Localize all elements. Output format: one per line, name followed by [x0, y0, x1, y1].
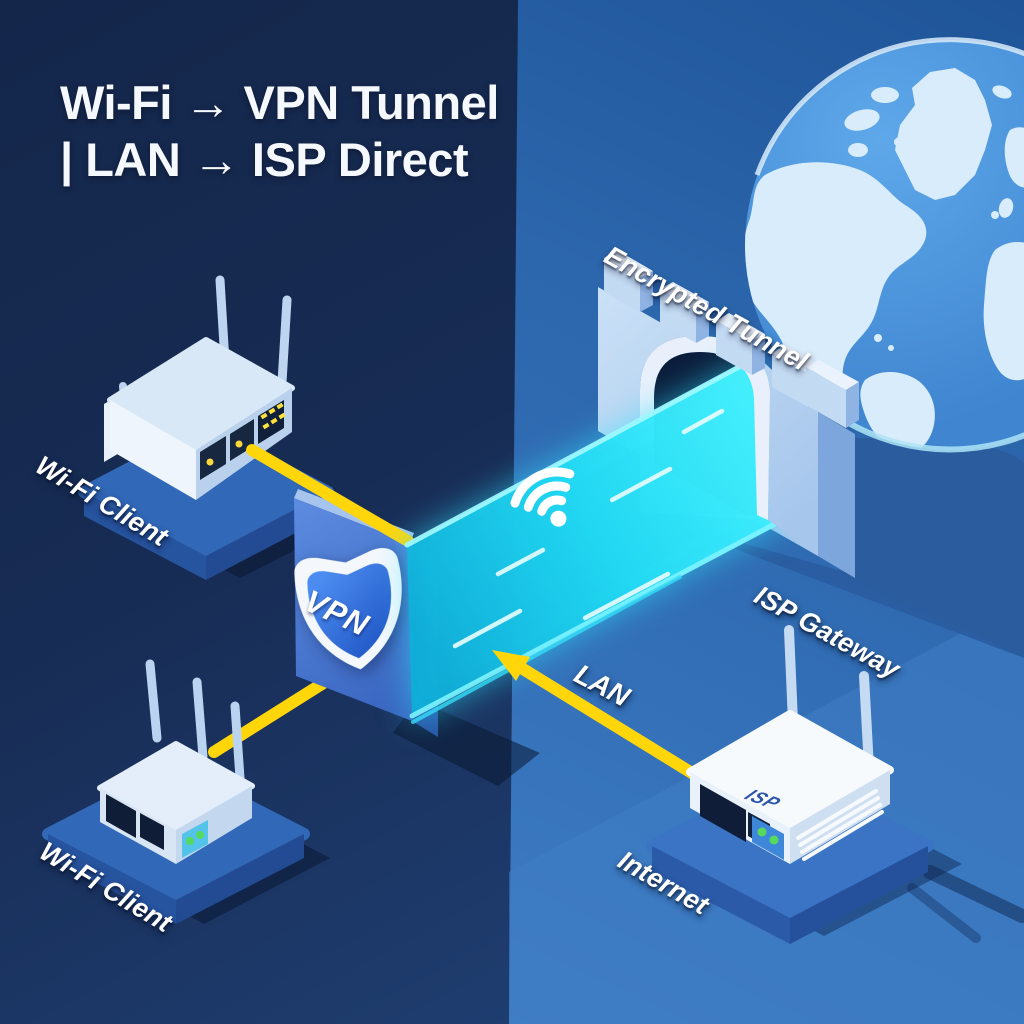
wifi-client-router-bottom [42, 659, 350, 924]
router-icon [97, 659, 255, 864]
wan-port [700, 784, 746, 842]
arch-rim-right [738, 352, 770, 520]
wifi-signal-icon [510, 467, 575, 527]
title-line-1: Wi-Fi → VPN Tunnel [60, 76, 499, 129]
fortress-gate-icon [404, 250, 859, 724]
isp-gateway-router [492, 625, 934, 944]
led-panel [752, 816, 784, 860]
ethernet-port [230, 419, 254, 461]
wifi-client-router-top [78, 275, 334, 580]
led-panel [258, 400, 284, 444]
cable-line-icon [246, 444, 414, 547]
led-panel [182, 820, 208, 858]
ethernet-port [200, 436, 226, 480]
title-line-2: | LAN → ISP Direct [60, 133, 469, 187]
vpn-panel [294, 489, 438, 737]
page-title: Wi-Fi → VPN Tunnel | LAN → ISP Direct [60, 74, 499, 189]
encrypted-tunnel-beam [404, 357, 789, 724]
gate-battlements [604, 250, 859, 428]
vent-port [106, 794, 136, 838]
router-icon [686, 625, 894, 864]
vent-port [140, 813, 164, 850]
router-icon [104, 275, 295, 500]
gate-wall-side [818, 412, 855, 578]
vpn-shield-icon [294, 548, 402, 670]
lan-arrow-icon [492, 650, 706, 784]
